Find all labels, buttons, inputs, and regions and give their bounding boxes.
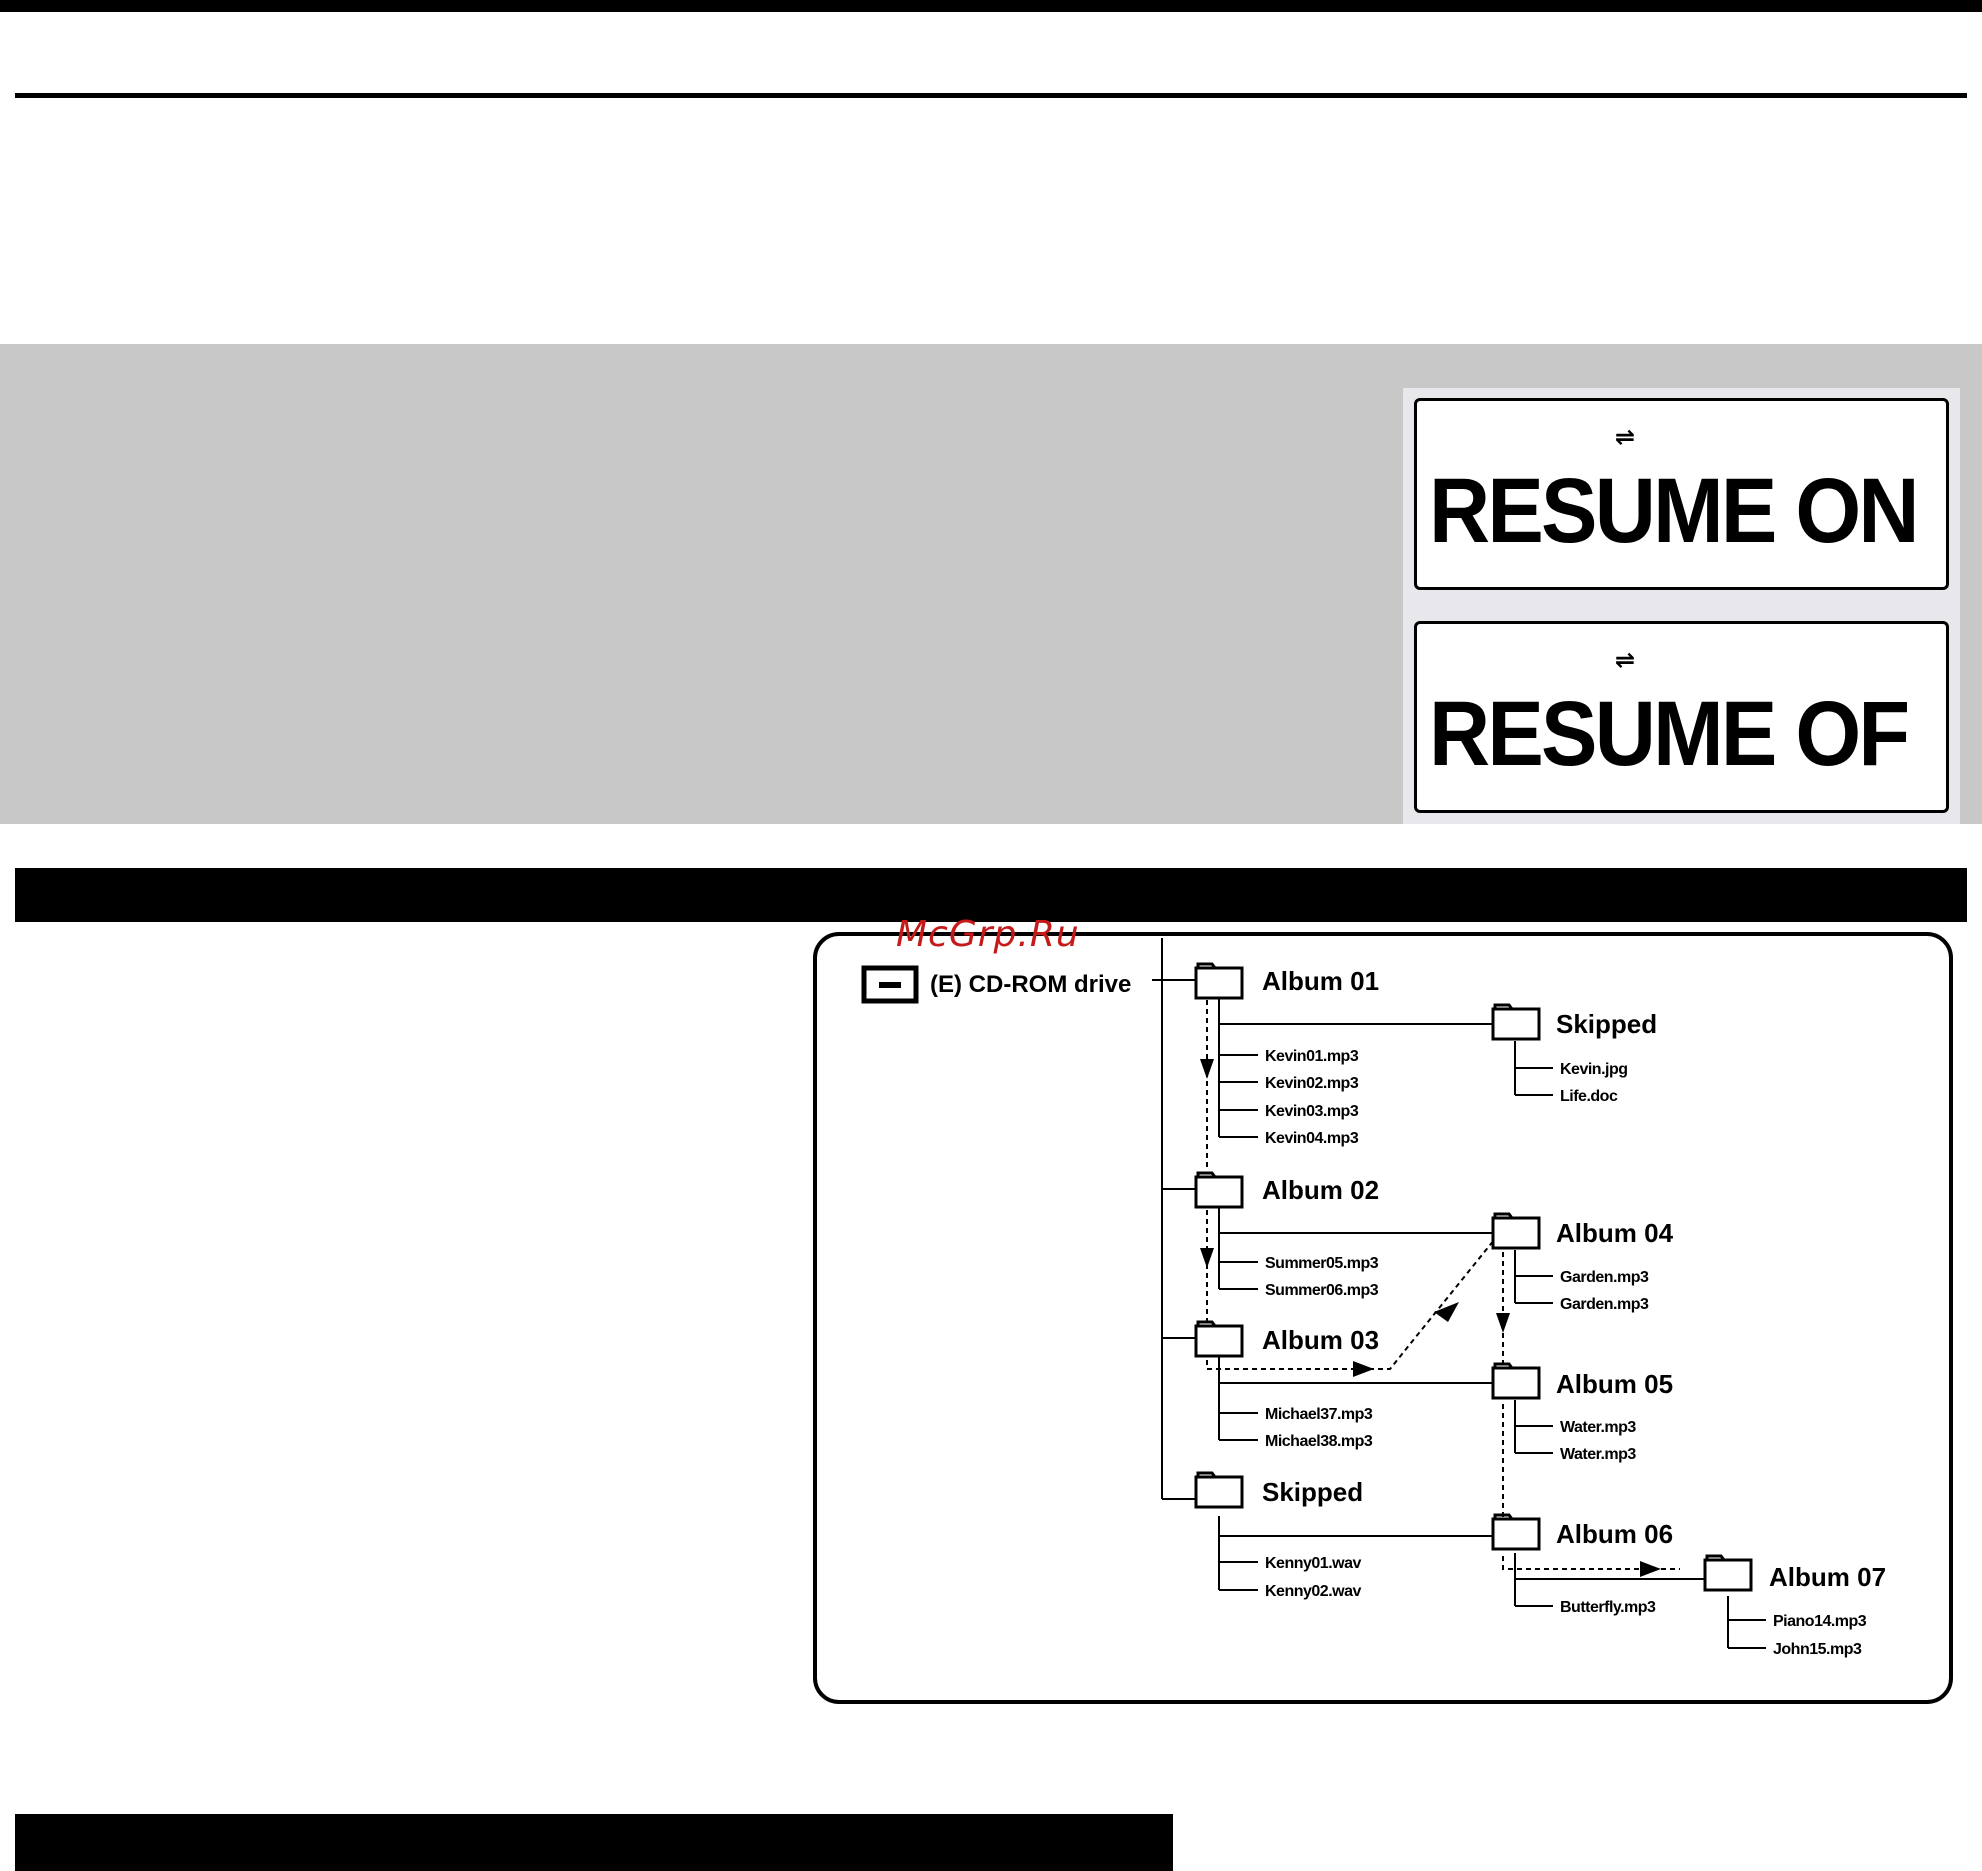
file-label: Kevin04.mp3 <box>1265 1130 1359 1147</box>
file-label: John15.mp3 <box>1773 1641 1862 1658</box>
tree-connectors <box>1152 938 1766 1649</box>
folder-label-album01: Album 01 <box>1262 966 1379 996</box>
file-label: Piano14.mp3 <box>1773 1613 1867 1630</box>
folder-label-album06: Album 06 <box>1556 1519 1673 1549</box>
drive-label: (E) CD-ROM drive <box>930 971 1131 998</box>
folder-icon <box>1491 1003 1541 1041</box>
file-label: Michael37.mp3 <box>1265 1406 1373 1423</box>
file-label: Kevin02.mp3 <box>1265 1075 1359 1092</box>
cd-drive-icon <box>861 965 919 1004</box>
folder-icon <box>1194 1320 1244 1358</box>
resume-off-text: RESUME OF <box>1429 683 1910 785</box>
file-label: Water.mp3 <box>1560 1446 1636 1463</box>
folder-icon <box>1491 1513 1541 1551</box>
file-label: Summer05.mp3 <box>1265 1255 1379 1272</box>
file-label: Summer06.mp3 <box>1265 1282 1379 1299</box>
repeat-symbol-icon: ⇌ <box>1615 646 1636 674</box>
folder-label-album03: Album 03 <box>1262 1325 1379 1355</box>
folder-icon <box>1194 1171 1244 1209</box>
file-label: Kenny01.wav <box>1265 1555 1361 1572</box>
header-rule <box>15 93 1967 98</box>
file-label: Michael38.mp3 <box>1265 1433 1373 1450</box>
folder-label-skipped1: Skipped <box>1556 1009 1657 1039</box>
file-label: Kevin.jpg <box>1560 1061 1628 1078</box>
file-label: Kevin01.mp3 <box>1265 1048 1359 1065</box>
folder-label-album07: Album 07 <box>1769 1562 1886 1592</box>
file-label: Kenny02.wav <box>1265 1583 1361 1600</box>
file-label: Garden.mp3 <box>1560 1269 1649 1286</box>
file-label: Life.doc <box>1560 1088 1618 1105</box>
repeat-symbol-icon: ⇌ <box>1615 423 1636 451</box>
display-resume-on: ⇌ RESUME ON <box>1414 398 1949 590</box>
top-border-bar <box>0 0 1982 12</box>
folder-icon <box>1491 1362 1541 1400</box>
folder-icon <box>1491 1212 1541 1250</box>
section-header-bar <box>15 868 1967 922</box>
folder-icon <box>1194 962 1244 1000</box>
folder-label-skipped2: Skipped <box>1262 1477 1363 1507</box>
resume-on-text: RESUME ON <box>1429 460 1920 562</box>
bottom-section-bar <box>15 1814 1173 1871</box>
play-order-arrowheads <box>1200 1059 1661 1577</box>
folder-tree-diagram <box>813 932 1953 1704</box>
file-label: Water.mp3 <box>1560 1419 1636 1436</box>
file-label: Garden.mp3 <box>1560 1296 1649 1313</box>
folder-icon <box>1194 1471 1244 1509</box>
folder-icon <box>1703 1554 1753 1592</box>
display-resume-off: ⇌ RESUME OF <box>1414 621 1949 813</box>
folder-label-album05: Album 05 <box>1556 1369 1673 1399</box>
folder-label-album04: Album 04 <box>1556 1218 1674 1248</box>
file-label: Kevin03.mp3 <box>1265 1103 1359 1120</box>
play-order-path <box>1206 1000 1680 1570</box>
folder-label-album02: Album 02 <box>1262 1175 1379 1205</box>
watermark-text: McGrp.Ru <box>896 914 1080 955</box>
file-label: Butterfly.mp3 <box>1560 1599 1656 1616</box>
